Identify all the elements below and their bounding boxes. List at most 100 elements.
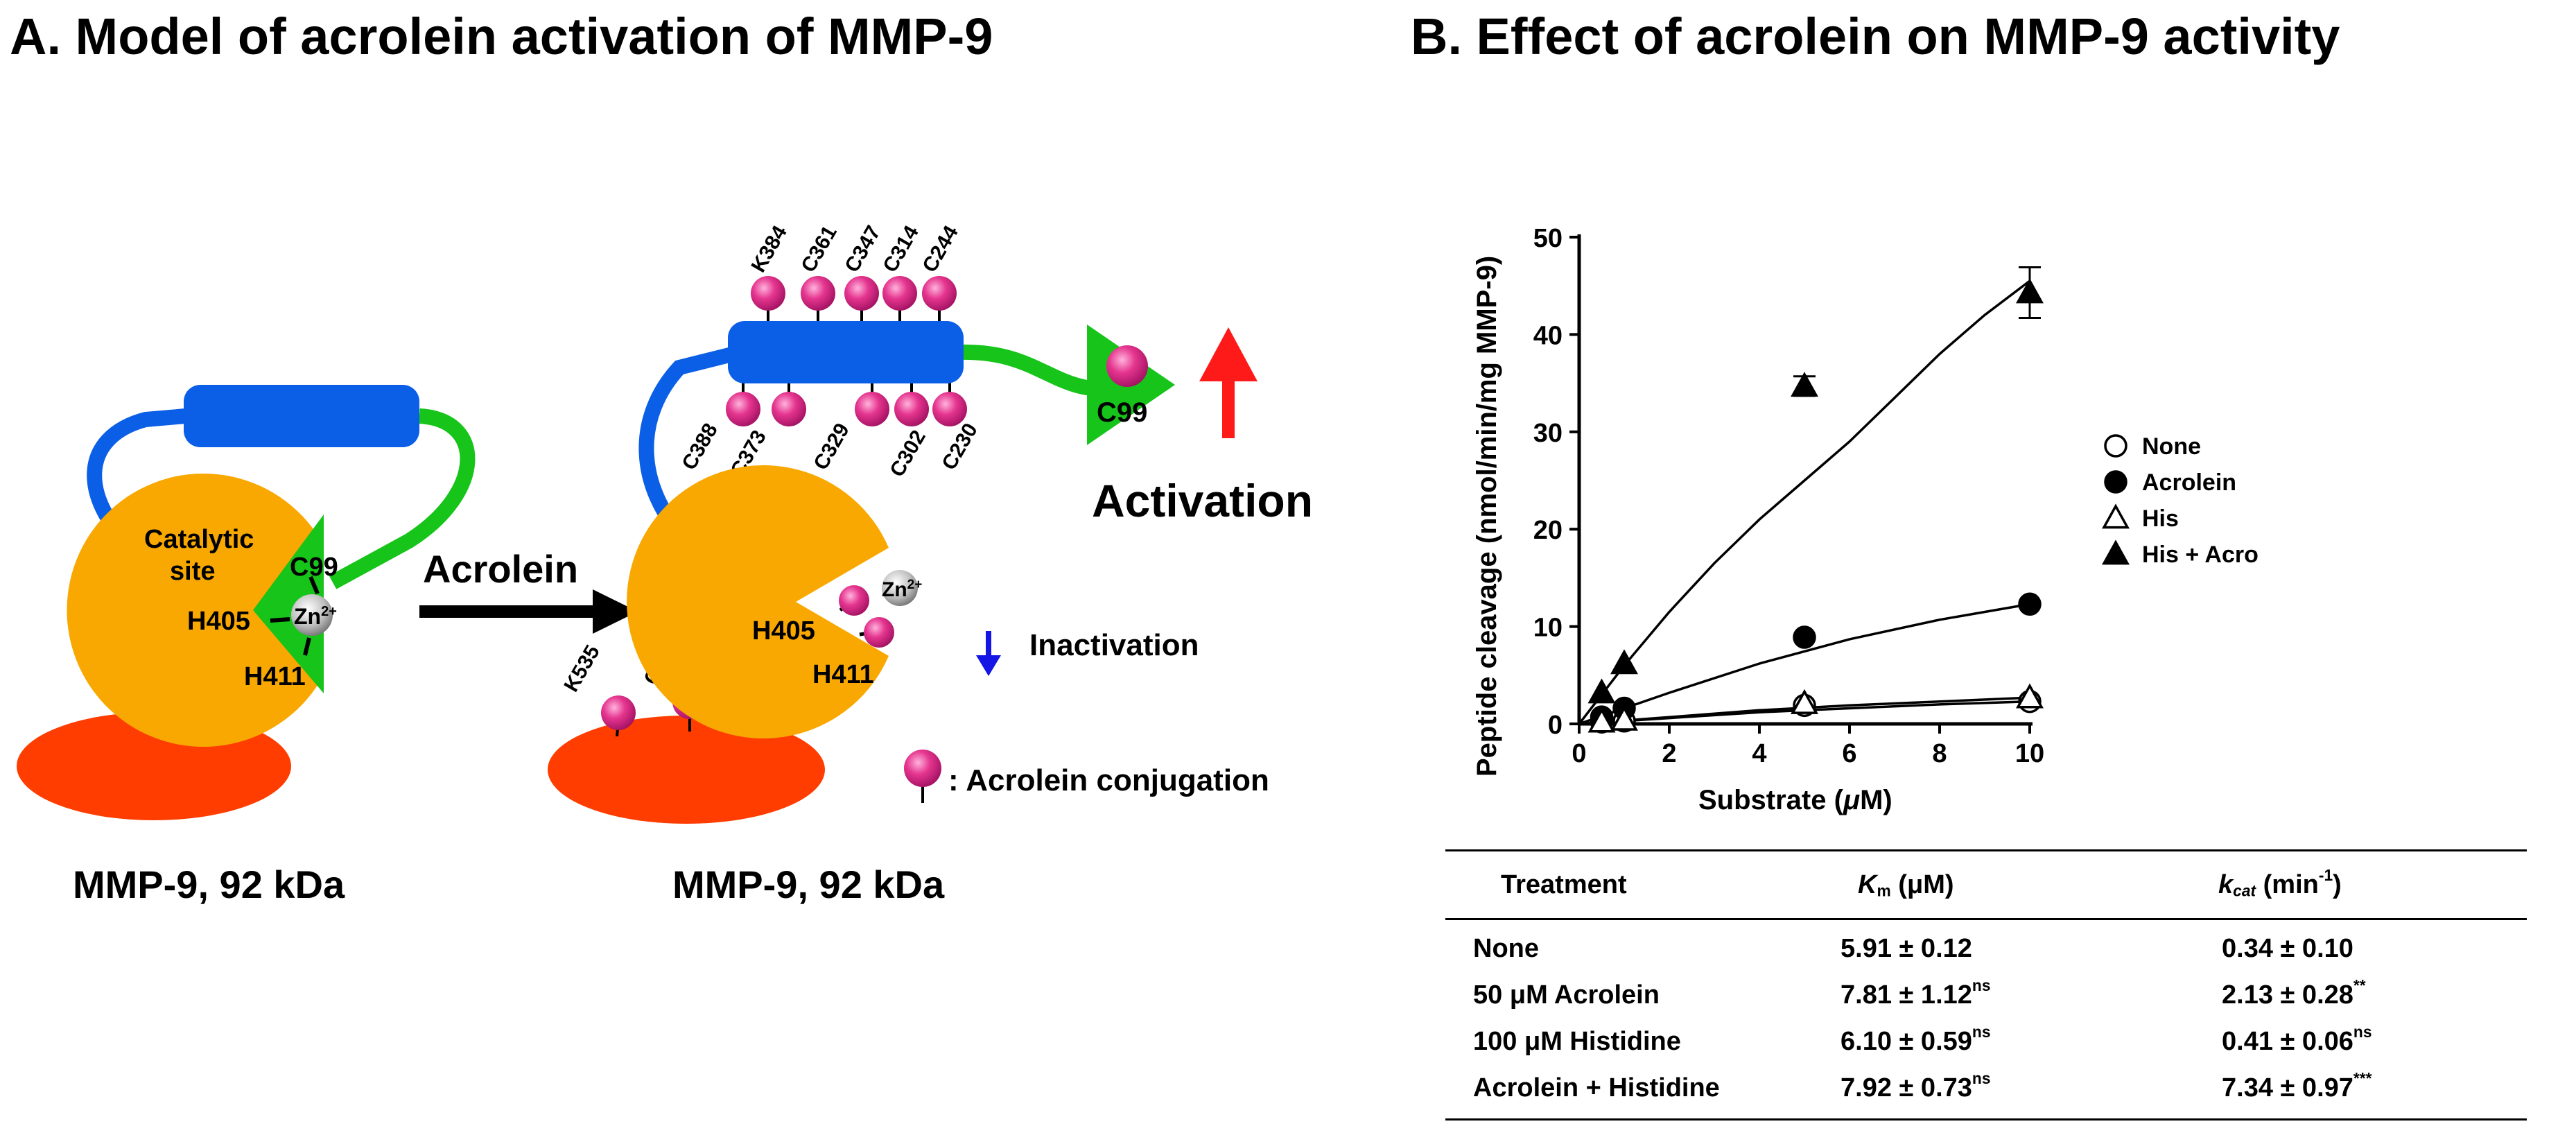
data-point: [2016, 278, 2044, 304]
panel-a-title: A. Model of acrolein activation of MMP-9: [10, 8, 993, 65]
right-red-domain: [548, 716, 825, 824]
k535-label: K535: [559, 641, 604, 696]
y-tick-label: 40: [1533, 321, 1563, 350]
x-tick-label: 4: [1752, 739, 1766, 768]
k535-conjugate: [601, 695, 636, 730]
inactivation-label: Inactivation: [1029, 628, 1199, 662]
data-point: [1791, 372, 1818, 397]
left-h411-bond: [303, 637, 311, 656]
kcat-cell: 7.34 ± 0.97***: [2222, 1069, 2372, 1102]
residue-label: C230: [937, 419, 982, 474]
treatment-cell: 50 μM Acrolein: [1473, 980, 1660, 1010]
legend-conjugate-icon: [904, 750, 941, 787]
left-blue-domain: [184, 385, 419, 447]
table-row: 100 μM Histidine 6.10 ± 0.59ns 0.41 ± 0.…: [1445, 1019, 2527, 1065]
legend-marker: [2102, 539, 2130, 565]
fit-curve: [1578, 603, 2030, 725]
y-tick-label: 20: [1533, 516, 1563, 545]
legend-label: His + Acro: [2142, 542, 2259, 568]
inactivation-arrow: [976, 631, 1001, 676]
left-mmp9-model: Zn2+ Catalytic site C99 H405 H411 MMP-9,…: [17, 385, 476, 906]
header-km: Km (μM): [1858, 870, 1954, 900]
legend-label: Acrolein: [2142, 469, 2236, 496]
right-c99-label: C99: [1097, 397, 1147, 428]
acrolein-arrow-label: Acrolein: [423, 547, 578, 591]
left-c99-bond: [308, 576, 320, 595]
fit-curves: [1578, 279, 2031, 725]
legend-label: His: [2142, 505, 2179, 532]
x-tick-label: 0: [1572, 739, 1586, 768]
residue-label: C361: [797, 222, 841, 277]
kcat-cell: 2.13 ± 0.28**: [2222, 976, 2366, 1010]
right-orange-domain: [627, 465, 889, 738]
left-h405-bond: [270, 617, 290, 623]
residue-label: C347: [840, 222, 885, 277]
data-point: [1791, 689, 1818, 714]
top-residue-labels: K384 C361 C347 C314 C244: [747, 222, 963, 277]
left-orange-domain: [67, 474, 321, 747]
treatment-cell: Acrolein + Histidine: [1473, 1073, 1720, 1102]
data-points: [1587, 278, 2044, 734]
c99-conjugate: [1106, 345, 1148, 387]
right-blue-domain: [728, 321, 964, 383]
top-conjugates: [751, 276, 957, 326]
x-tick-label: 10: [2015, 739, 2044, 768]
table-top-rule: [1445, 849, 2527, 851]
left-model-caption: MMP-9, 92 kDa: [73, 863, 345, 906]
fit-curve: [1578, 279, 2031, 725]
residue-label: C302: [885, 426, 930, 481]
treatment-cell: None: [1473, 934, 1539, 963]
right-zn-label: Zn2+: [882, 578, 922, 601]
data-point: [2016, 683, 2044, 709]
right-zinc-ion: Zn2+: [882, 570, 922, 606]
table-header-rule: [1445, 918, 2527, 920]
legend-marker: [2104, 470, 2127, 494]
x-tick-label: 8: [1932, 739, 1947, 768]
acrolein-arrow: Acrolein: [419, 547, 638, 634]
legend-marker: [2104, 434, 2127, 458]
h411-conjugate: [864, 617, 894, 648]
y-tick-label: 30: [1533, 419, 1563, 448]
legend-label: None: [2142, 433, 2201, 460]
y-tick-label: 50: [1533, 224, 1563, 253]
activation-arrow: [1199, 327, 1257, 438]
right-h405-label: H405: [752, 616, 815, 646]
left-green-linker: [329, 408, 476, 589]
data-point: [1587, 678, 1616, 704]
right-h411-label: H411: [812, 660, 874, 689]
data-point: [1587, 707, 1616, 733]
treatment-cell: 100 μM Histidine: [1473, 1027, 1681, 1056]
residue-label: C314: [878, 222, 923, 277]
residue-label: C329: [809, 419, 853, 474]
left-catalytic-label: Catalytic: [144, 525, 254, 554]
x-tick-label: 2: [1662, 739, 1676, 768]
km-cell: 7.81 ± 1.12ns: [1840, 976, 1991, 1010]
table-header-row: Treatment Km (μM) kcat (min-1): [1445, 851, 2527, 918]
table-bottom-rule: [1445, 1118, 2527, 1121]
left-zn-label: Zn2+: [294, 604, 337, 629]
bottom-conjugates: [726, 378, 967, 426]
y-tick-label: 0: [1548, 711, 1563, 740]
left-h405-label: H405: [187, 607, 250, 636]
x-tick-label: 6: [1842, 739, 1856, 768]
data-point: [2018, 592, 2042, 616]
km-cell: 7.92 ± 0.73ns: [1840, 1069, 1991, 1102]
left-c99-label: C99: [290, 553, 338, 582]
residue-label: K384: [747, 222, 792, 277]
panel-b-title: B. Effect of acrolein on MMP-9 activity: [1411, 8, 2340, 65]
legend-marker: [2102, 503, 2130, 529]
data-point: [1793, 625, 1816, 649]
y-axis-label: Peptide cleavage (nmol/min/mg MMP-9): [1472, 256, 1502, 777]
table-body: None 5.91 ± 0.12 0.34 ± 0.10 50 μM Acrol…: [1445, 920, 2527, 1118]
right-mmp9-model: K384 C361 C347 C314 C244 C388 C373 C329 …: [548, 222, 1313, 906]
right-model-caption: MMP-9, 92 kDa: [672, 863, 945, 906]
kinetics-table: Treatment Km (μM) kcat (min-1) None 5.91…: [1445, 849, 2527, 1121]
data-point: [1610, 649, 1638, 675]
table-row: None 5.91 ± 0.12 0.34 ± 0.10: [1445, 926, 2527, 972]
kcat-cell: 0.34 ± 0.10: [2222, 934, 2353, 963]
x-axis-label: Substrate (μM): [1698, 785, 1892, 815]
